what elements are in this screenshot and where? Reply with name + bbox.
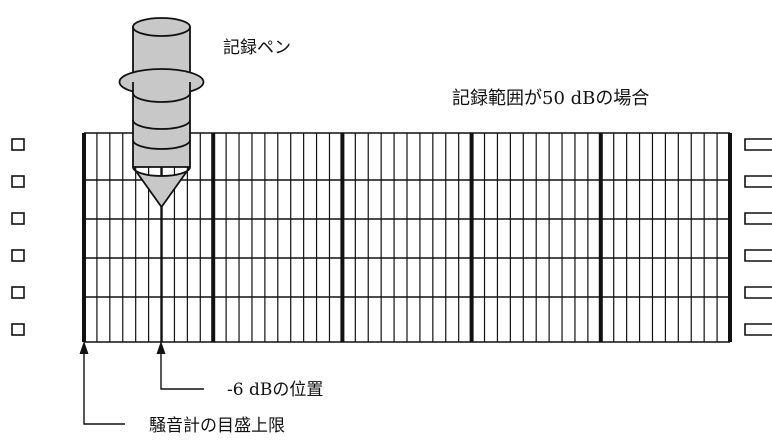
sprocket-hole xyxy=(11,249,25,262)
pen-band xyxy=(132,119,191,130)
pen-label: 記録ペン xyxy=(223,38,291,58)
pen-band xyxy=(132,139,191,150)
right-sprocket-slots xyxy=(744,138,772,336)
sprocket-slot xyxy=(744,175,772,188)
sprocket-slot xyxy=(744,249,772,262)
recording-pen xyxy=(118,17,205,208)
pen-collar-side xyxy=(132,82,191,103)
upper-arrowhead xyxy=(79,341,89,354)
sprocket-slot xyxy=(744,212,772,225)
pen-tip xyxy=(132,166,191,208)
sprocket-hole xyxy=(11,212,25,225)
sprocket-hole xyxy=(11,286,25,299)
minus6-label: -6 dBの位置 xyxy=(227,380,323,400)
pen-top-cap xyxy=(132,17,191,37)
sprocket-hole xyxy=(11,323,25,336)
sprocket-hole xyxy=(11,175,25,188)
sprocket-hole xyxy=(11,138,25,151)
annotations xyxy=(83,352,204,425)
sprocket-slot xyxy=(744,286,772,299)
upper-leader-line xyxy=(83,352,125,425)
minus6-arrowhead xyxy=(156,341,166,354)
minus6-leader-line xyxy=(160,352,204,390)
left-sprocket-holes xyxy=(11,138,25,336)
sprocket-slot xyxy=(744,323,772,336)
range-label: 記録範囲が50 dBの場合 xyxy=(452,88,649,109)
upper-limit-label: 騒音計の目盛上限 xyxy=(149,416,285,436)
sprocket-slot xyxy=(744,138,772,151)
